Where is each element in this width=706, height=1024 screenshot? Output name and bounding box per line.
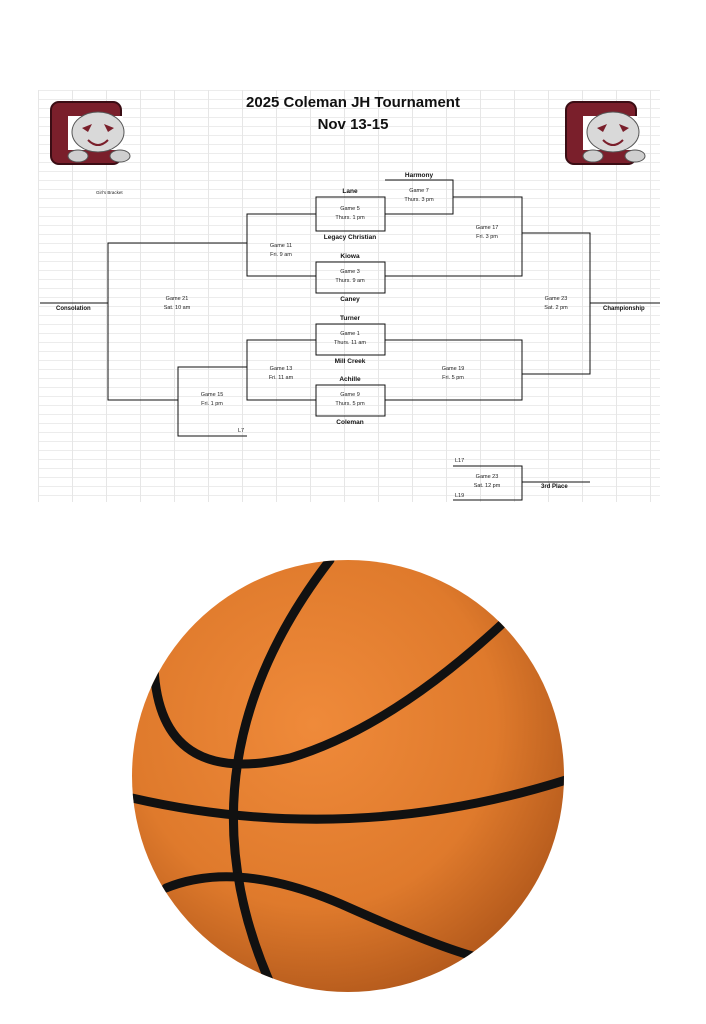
bracket-label: Girl's Bracket <box>96 190 123 195</box>
team-coleman: Coleman <box>336 419 364 426</box>
tournament-dates: Nov 13-15 <box>317 116 389 133</box>
third-place-label: 3rd Place <box>541 484 568 490</box>
basketball-icon <box>132 560 564 992</box>
bracket-sheet <box>38 90 660 502</box>
championship-label: Championship <box>603 306 645 312</box>
team-kiowa: Kiowa <box>340 253 360 260</box>
team-lane: Lane <box>342 188 358 195</box>
team-legacy-christian: Legacy Christian <box>323 234 377 241</box>
panther-logo-left <box>50 101 131 165</box>
team-mill-creek: Mill Creek <box>334 358 366 365</box>
slot-l19: L19 <box>455 493 465 499</box>
team-achille: Achille <box>339 376 361 383</box>
team-turner: Turner <box>339 315 361 322</box>
consolation-label: Consolation <box>56 306 91 312</box>
team-harmony: Harmony <box>404 172 434 179</box>
team-caney: Caney <box>340 296 360 303</box>
panther-logo-right <box>565 101 646 165</box>
slot-l7: L7 <box>238 428 245 434</box>
tournament-title: 2025 Coleman JH Tournament <box>246 94 460 111</box>
slot-l17: L17 <box>455 458 465 464</box>
